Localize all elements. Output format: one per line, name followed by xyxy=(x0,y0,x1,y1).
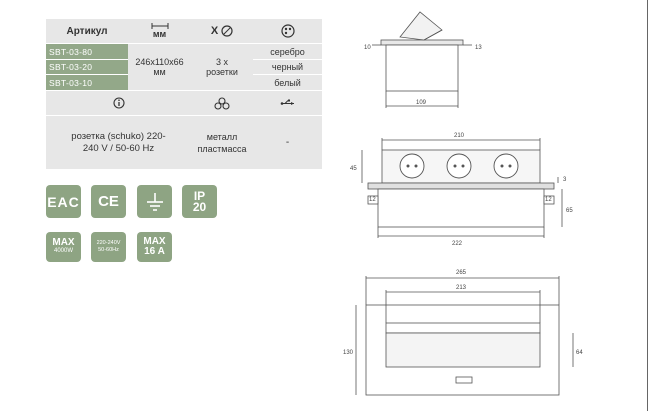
dim-label: 10 xyxy=(364,45,371,51)
ruler-icon xyxy=(151,23,168,29)
material-icon xyxy=(214,96,230,110)
voltage-badge: 220-240V 50-60Hz xyxy=(91,232,126,262)
dim-label: 222 xyxy=(452,241,463,247)
dimensions-header: мм xyxy=(128,19,191,43)
spec-table: Артикул мм X SBT-03-80 SBT-03-20 SBT-03-… xyxy=(46,19,322,169)
usb-icon xyxy=(280,99,294,105)
palette-icon xyxy=(280,24,295,38)
info-icon xyxy=(112,97,125,109)
sku-item: SBT-03-10 xyxy=(46,75,128,90)
socket-outlet xyxy=(399,153,425,179)
ground-icon xyxy=(146,192,163,211)
dim-label: 65 xyxy=(566,208,573,214)
dim-label: 13 xyxy=(475,45,482,51)
usb-header xyxy=(253,91,322,115)
dim-label: 3 xyxy=(563,177,567,183)
dim-label: 213 xyxy=(456,285,467,291)
dim-label: 64 xyxy=(576,350,583,356)
color-option: белый xyxy=(253,75,322,90)
socket-icon xyxy=(221,25,233,37)
max-current-badge: MAX 16 A xyxy=(137,232,172,262)
color-option: черный xyxy=(253,60,322,74)
ground-badge xyxy=(137,185,172,218)
sockets-value: 3 х розетки xyxy=(191,44,253,90)
dim-label: 45 xyxy=(350,166,357,172)
bottom-view xyxy=(355,276,574,396)
max-power-badge: MAX 4000W xyxy=(46,232,81,262)
sku-item: SBT-03-20 xyxy=(46,60,128,74)
ce-badge: CE xyxy=(91,185,126,218)
dim-label: 210 xyxy=(454,133,465,139)
dim-label: 109 xyxy=(416,100,427,106)
page-border xyxy=(647,0,648,411)
article-header: Артикул xyxy=(46,19,128,43)
color-header xyxy=(253,19,322,43)
socket-outlets xyxy=(399,153,519,179)
usb-value: - xyxy=(253,116,322,169)
material-value: металл пластмасса xyxy=(191,116,253,169)
dim-label: 12 xyxy=(545,197,552,203)
eac-badge: EAC xyxy=(46,185,81,218)
sku-item: SBT-03-80 xyxy=(46,44,128,59)
info-header xyxy=(46,91,191,115)
ip-badge: IP 20 xyxy=(182,185,217,218)
material-header xyxy=(191,91,253,115)
front-view xyxy=(361,138,563,238)
dim-label: 265 xyxy=(456,270,467,276)
socket-outlet xyxy=(493,153,519,179)
socket-type-value: розетка (schuko) 220-240 V / 50-60 Hz xyxy=(46,116,191,169)
dimensions-value: 246x110x66 мм xyxy=(128,44,191,90)
color-option: серебро xyxy=(253,44,322,59)
top-view xyxy=(372,11,472,108)
socket-outlet xyxy=(446,153,472,179)
sockets-header: X xyxy=(191,19,253,43)
dim-label: 130 xyxy=(343,350,354,356)
dim-label: 12 xyxy=(369,197,376,203)
